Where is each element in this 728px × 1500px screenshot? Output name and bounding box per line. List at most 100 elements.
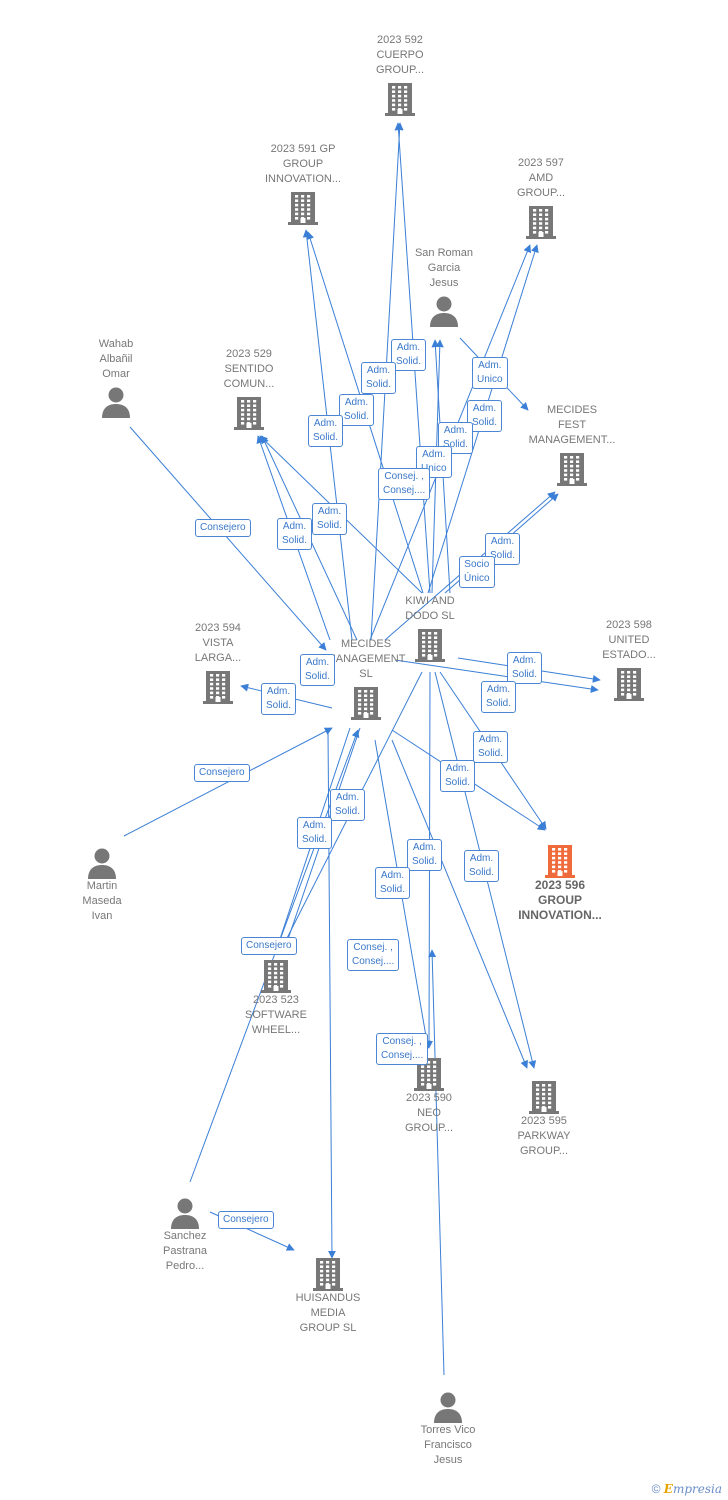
edge-label[interactable]: Adm.Solid. [297, 817, 333, 849]
node-label-line: HUISANDUS [295, 1292, 361, 1304]
edge-label-line: Consejero [246, 940, 292, 951]
person-icon [389, 295, 499, 327]
node-label-line: MECIDES [546, 404, 598, 416]
edge-label[interactable]: Adm.Solid. [330, 789, 366, 821]
edge-line [123, 727, 333, 837]
edge-label[interactable]: Adm.Solid. [312, 503, 348, 535]
edge-label-line: Adm. [469, 853, 494, 864]
edge-label[interactable]: Adm.Solid. [308, 415, 344, 447]
person-icon [393, 1391, 503, 1423]
edge-label[interactable]: Adm.Solid. [464, 850, 500, 882]
edge-label-line: Adm. [366, 365, 391, 376]
edge-label-line: Consej.... [381, 1050, 424, 1061]
edge-label-line: Solid. [266, 700, 292, 711]
edge-label-line: Adm. [335, 792, 360, 803]
edge-label-line: Adm. [490, 536, 515, 547]
edge-label[interactable]: Adm.Solid. [440, 760, 476, 792]
building-icon [311, 686, 421, 720]
edge-label[interactable]: Adm.Solid. [375, 867, 411, 899]
node-label-line: Omar [102, 368, 130, 380]
edge-label-line: Solid. [412, 856, 438, 867]
node-label-line: GROUP [537, 893, 582, 907]
edge-label[interactable]: Consej. ,Consej.... [347, 939, 400, 971]
brand-logo[interactable]: Empresia [663, 1482, 722, 1496]
node-label-line: 2023 523 [253, 994, 299, 1006]
edge-label-line: Consej. , [384, 471, 424, 482]
node-label-line: Sanchez [163, 1230, 207, 1242]
node-label-line: SL [359, 668, 373, 680]
edge-label[interactable]: Adm.Solid. [407, 839, 443, 871]
node-label-line: WHEEL... [251, 1024, 301, 1036]
edge-label[interactable]: Consejero [194, 764, 250, 782]
edge-label-line: Adm. [266, 686, 291, 697]
edge-label[interactable]: Adm.Unico [472, 357, 508, 389]
node-label-line: GROUP... [404, 1122, 454, 1134]
edge-label-line: Adm. [422, 449, 446, 460]
node-label-line: Ivan [91, 910, 113, 922]
edge-label-line: Adm. [478, 734, 503, 745]
node-label-line: 2023 594 [195, 622, 241, 634]
node-label-line: DODO SL [405, 610, 455, 622]
node-label-line: 2023 597 [518, 157, 564, 169]
edge-label-line: Adm. [443, 425, 468, 436]
edge-label[interactable]: Adm.Solid. [361, 362, 397, 394]
edge-label[interactable]: Adm.Solid. [277, 518, 313, 550]
edge-label[interactable]: Adm.Solid. [481, 681, 517, 713]
edge-label[interactable]: Consej. ,Consej.... [376, 1033, 429, 1065]
edge-line [129, 426, 327, 651]
node-label-line: Pedro... [165, 1260, 205, 1272]
edge-label-line: Adm. [512, 655, 537, 666]
edge-label[interactable]: Consejero [241, 937, 297, 955]
building-icon [221, 959, 331, 993]
edge-label[interactable]: Consej. ,Consej.... [378, 468, 431, 500]
node-label-line: Jesus [429, 277, 459, 289]
edge-label-line: Solid. [282, 535, 308, 546]
edge-label-line: Consejero [223, 1214, 269, 1225]
edge-label[interactable]: Consejero [218, 1211, 274, 1229]
edge-label[interactable]: Adm. Solid. [261, 683, 297, 715]
edge-label-line: Solid. [490, 550, 516, 561]
node-label-line: San Roman [414, 247, 474, 259]
node-label-line: COMUN... [223, 378, 275, 390]
node-label-line: SOFTWARE [245, 1009, 307, 1021]
edge-label-line: Adm. [445, 763, 470, 774]
edge-label[interactable]: Adm.Solid. [391, 339, 427, 371]
edge-label[interactable]: Adm.Solid. [339, 394, 375, 426]
node-label-line: ESTADO... [602, 649, 656, 661]
edge-label[interactable]: Consejero [195, 519, 251, 537]
person-icon [61, 386, 171, 418]
edge-label[interactable]: Adm.Solid. [507, 652, 543, 684]
edge-label[interactable]: Adm. Solid. [485, 533, 521, 565]
edge-line [394, 659, 599, 693]
edge-line [428, 949, 445, 1376]
edge-label-line: Solid. [478, 748, 504, 759]
node-label-line: GROUP SL [299, 1322, 357, 1334]
edge-label[interactable]: Adm. Solid. [473, 731, 509, 763]
node-label-line: Jesus [433, 1454, 463, 1466]
node-label-line: Pastrana [162, 1245, 208, 1257]
copyright: © Empresia [652, 1482, 722, 1496]
edge-label[interactable]: Adm.Solid. [300, 654, 336, 686]
node-label-line: GROUP... [516, 187, 566, 199]
